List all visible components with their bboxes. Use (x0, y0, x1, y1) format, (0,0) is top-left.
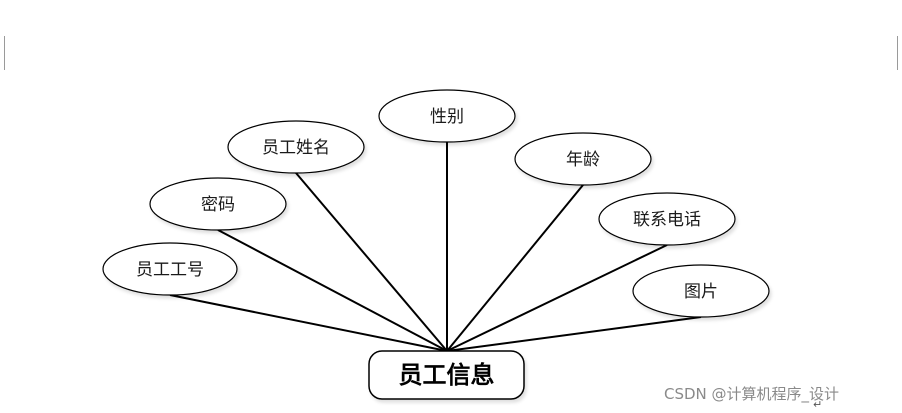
attribute-employee-name: 员工姓名 (227, 120, 365, 174)
attribute-gender: 性别 (378, 89, 516, 143)
connector-picture (446, 316, 702, 352)
page-margin-mark-right (897, 36, 898, 70)
attribute-label-password: 密码 (201, 195, 235, 215)
entity-rect (368, 350, 525, 400)
attribute-label-age: 年龄 (566, 150, 600, 170)
attribute-ellipse-employee-id (102, 242, 238, 296)
attribute-label-gender: 性别 (430, 107, 464, 127)
page-margin-mark-left (4, 36, 5, 70)
connector-employee-name (295, 172, 448, 352)
attribute-ellipse-employee-name (227, 120, 365, 174)
attribute-ellipse-gender (378, 89, 516, 143)
attribute-label-employee-name: 员工姓名 (262, 138, 330, 158)
attribute-employee-id: 员工工号 (102, 242, 238, 296)
attribute-ellipse-picture (632, 264, 770, 318)
entity-box: 员工信息 (368, 350, 525, 400)
attribute-age: 年龄 (514, 132, 652, 186)
attribute-label-contact-phone: 联系电话 (633, 210, 701, 230)
attribute-ellipse-contact-phone (598, 192, 736, 246)
connector-employee-id (169, 294, 448, 352)
connector-contact-phone (446, 244, 668, 352)
attribute-ellipse-age (514, 132, 652, 186)
connector-age (446, 184, 584, 352)
attribute-label-picture: 图片 (684, 282, 718, 302)
entity-label: 员工信息 (399, 361, 495, 389)
paragraph-return-mark: ↵ (813, 398, 823, 411)
attribute-ellipse-password (149, 177, 287, 231)
attribute-label-employee-id: 员工工号 (136, 260, 204, 280)
watermark: CSDN @计算机程序_设计 (664, 385, 840, 403)
connector-password (217, 229, 448, 352)
connector-lines (169, 142, 702, 352)
attribute-password: 密码 (149, 177, 287, 231)
attribute-picture: 图片 (632, 264, 770, 318)
attribute-contact-phone: 联系电话 (598, 192, 736, 246)
